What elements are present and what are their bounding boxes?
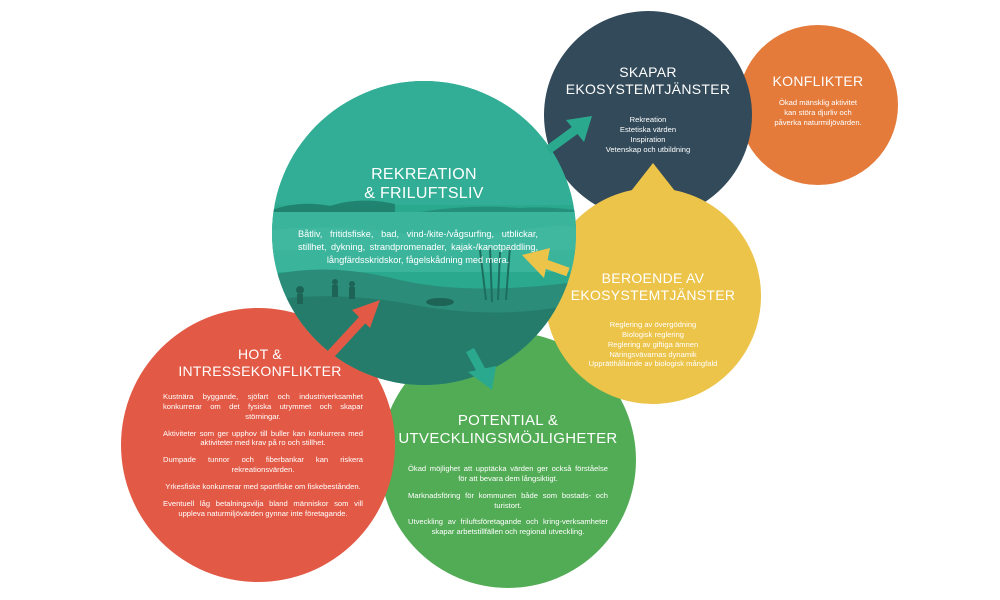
- beroende-item: Reglering av övergödning: [609, 320, 697, 329]
- rekreation-body: Båtliv, fritidsfiske, bad, vind-/kite-/v…: [298, 229, 538, 266]
- beroende-item: Reglering av giftiga ämnen: [607, 339, 699, 349]
- hot-title: HOT & INTRESSEKONFLIKTER: [165, 346, 355, 379]
- konflikter-title: KONFLIKTER: [772, 73, 864, 89]
- rekreation-title-line1: REKREATION: [371, 166, 477, 183]
- beroende-title-line1: BEROENDE AV: [601, 270, 705, 286]
- arrow-beroende-to-rekreation: [522, 248, 570, 278]
- beroende-list: Reglering av övergödning Biologisk regle…: [568, 320, 738, 369]
- rekreation-title-line2: & FRILUFTSLIV: [364, 184, 484, 202]
- potential-title-line1: POTENTIAL &: [457, 412, 559, 429]
- potential-circle: [380, 332, 636, 588]
- potential-title: POTENTIAL & UTVECKLINGSMÖJLIGHETER: [398, 412, 618, 447]
- ekosystem-item: Inspiration: [630, 135, 666, 145]
- potential-paragraph: Ökad möjlighet att upptäcka värden ger o…: [408, 464, 608, 483]
- ekosystem-title: SKAPAR EKOSYSTEMTJÄNSTER: [548, 64, 748, 97]
- hot-paragraph: Eventuell låg betalningsvilja bland männ…: [163, 498, 363, 518]
- rekreation-title: REKREATION & FRILUFTSLIV: [324, 166, 524, 204]
- konflikter-body-line: kan störa djurliv och: [784, 108, 852, 118]
- hot-title-line2: INTRESSEKONFLIKTER: [178, 362, 342, 379]
- potential-body: Ökad möjlighet att upptäcka värden ger o…: [408, 464, 608, 544]
- beroende-title: BEROENDE AV EKOSYSTEMTJÄNSTER: [563, 270, 743, 303]
- arrow-beroende-to-ekosystem: [624, 163, 682, 214]
- konflikter-body: Ökad mänsklig aktivitet kan störa djurli…: [753, 98, 883, 128]
- hot-body: Kustnära byggande, sjöfart och industriv…: [163, 392, 363, 526]
- ekosystem-item: Vetenskap och utbildning: [605, 145, 691, 155]
- potential-title-line2: UTVECKLINGSMÖJLIGHETER: [398, 429, 618, 447]
- hot-title-line1: HOT &: [237, 346, 283, 362]
- ekosystem-item: Estetiska värden: [619, 125, 677, 135]
- hot-paragraph: Aktiviteter som ger upphov till buller k…: [163, 428, 363, 448]
- hot-paragraph: Yrkesfiske konkurrerar med sportfiske om…: [165, 482, 361, 492]
- potential-paragraph: Marknadsföring för kommunen både som bos…: [408, 490, 608, 510]
- beroende-circle: [545, 188, 761, 404]
- ekosystem-circle: [544, 11, 752, 219]
- hot-paragraph: Dumpade tunnor och fiberbankar kan riske…: [163, 455, 363, 475]
- potential-paragraph: Utveckling av friluftsföretagande och kr…: [408, 517, 608, 537]
- konflikter-circle: [738, 25, 898, 185]
- beroende-title-line2: EKOSYSTEMTJÄNSTER: [570, 286, 736, 303]
- beroende-item: Upprätthållande av biologisk mångfald: [588, 359, 718, 369]
- ekosystem-item: Rekreation: [629, 115, 667, 124]
- beroende-item: Näringsvävarnas dynamik: [609, 349, 697, 359]
- hot-paragraph: Kustnära byggande, sjöfart och industriv…: [163, 392, 363, 421]
- konflikter-body-line: Ökad mänsklig aktivitet: [778, 98, 858, 107]
- konflikter-body-line: påverka naturmiljövärden.: [774, 118, 862, 128]
- arrow-hot-to-rekreation: [326, 300, 380, 359]
- arrow-rekreation-to-potential: [466, 347, 496, 390]
- beroende-item: Biologisk reglering: [621, 329, 685, 339]
- ekosystem-title-line2: EKOSYSTEMTJÄNSTER: [565, 80, 731, 97]
- arrow-rekreation-to-ekosystem: [545, 116, 592, 154]
- ekosystem-list: Rekreation Estetiska värden Inspiration …: [568, 115, 728, 155]
- ekosystem-title-line1: SKAPAR: [619, 64, 677, 80]
- hot-circle: [121, 308, 395, 582]
